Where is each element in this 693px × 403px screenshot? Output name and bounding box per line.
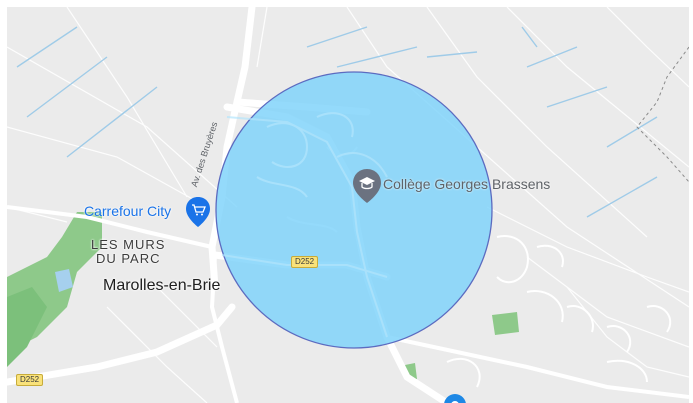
park-area [492, 312, 519, 335]
water-pond [55, 269, 73, 292]
streams [16, 26, 658, 218]
poi-layer [186, 169, 381, 227]
area-label: LES MURS DU PARC [91, 237, 166, 266]
shopping-cart-pin-icon[interactable] [186, 197, 210, 227]
school-pin-icon[interactable] [353, 169, 381, 203]
poi-label-college[interactable]: Collège Georges Brassens [383, 176, 551, 192]
town-label[interactable]: Marolles-en-Brie [103, 277, 221, 294]
poi-label-carrefour[interactable]: Carrefour City [84, 203, 172, 219]
road-shield-d252-corner: D252 [16, 374, 44, 386]
boundary-line [636, 46, 689, 183]
secondary-roads [7, 205, 689, 403]
road-shield-d252-center: D252 [291, 256, 319, 268]
radius-overlay-layer [215, 71, 493, 349]
map-canvas[interactable]: Collège Georges Brassens Carrefour City … [7, 7, 689, 403]
park-area [7, 287, 47, 367]
